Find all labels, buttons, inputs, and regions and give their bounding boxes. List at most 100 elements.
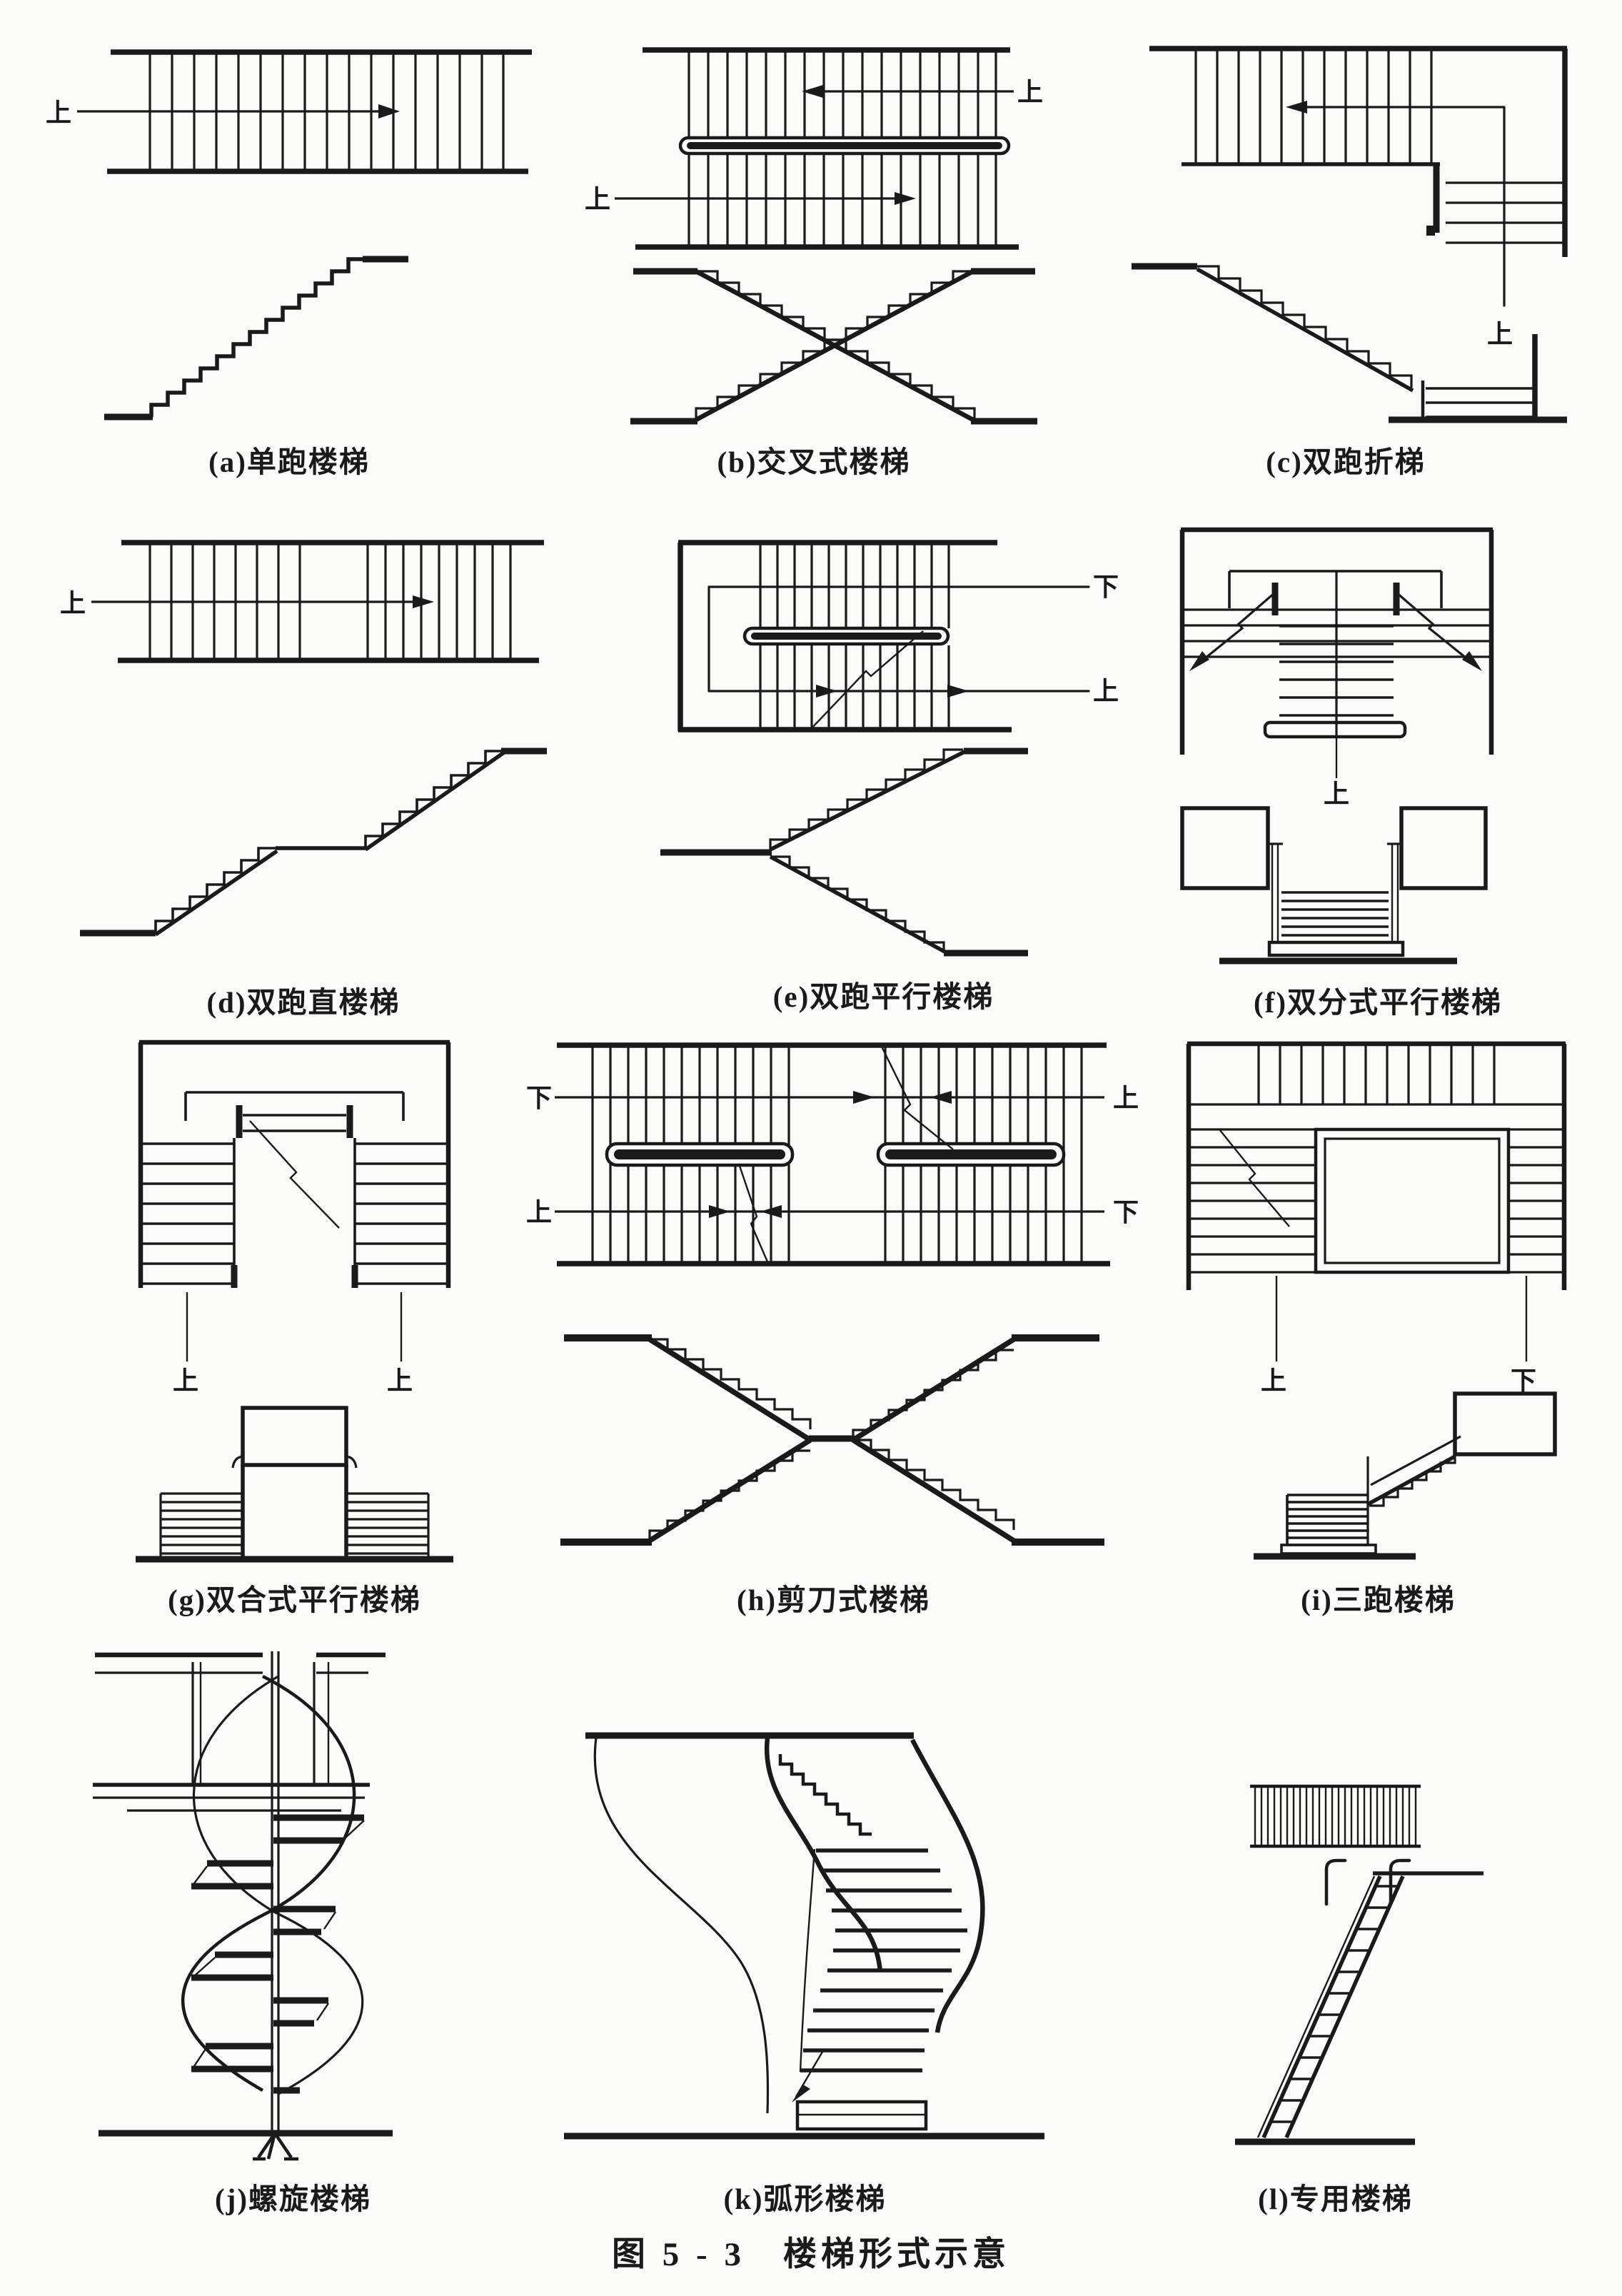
plan-view: 上 bbox=[46, 49, 532, 174]
figure-j-caption: (j)螺旋楼梯 bbox=[215, 2182, 371, 2215]
figure-b: 上 上 (b)交叉式楼梯 bbox=[582, 20, 1046, 480]
travel-path bbox=[707, 585, 1090, 693]
section-view bbox=[1132, 263, 1567, 423]
page-caption: 图 5 - 3 楼梯形式示意 bbox=[612, 2236, 1010, 2273]
stair-steps bbox=[1197, 265, 1413, 388]
plan-view: 下 上 上 下 bbox=[526, 1042, 1139, 1267]
break-line bbox=[810, 630, 924, 730]
direction-label-up: 上 bbox=[1017, 78, 1043, 106]
inner-curve-left bbox=[764, 1737, 883, 1973]
figure-i-caption: (i)三跑楼梯 bbox=[1301, 1583, 1456, 1616]
figure-l: (l)专用楼梯 bbox=[1155, 1636, 1516, 2217]
plan-view bbox=[1250, 1784, 1421, 1848]
stair-steps bbox=[149, 257, 365, 417]
upper-floor-block bbox=[1453, 1391, 1557, 1456]
upper-railing-posts bbox=[191, 1662, 316, 1785]
figure-c: 上 (c)双跑折梯 bbox=[1110, 20, 1581, 480]
spiral-treads bbox=[191, 1814, 364, 2094]
section-view bbox=[80, 747, 547, 937]
figure-j: (j)螺旋楼梯 bbox=[84, 1633, 502, 2217]
section-view bbox=[630, 268, 1037, 425]
lower-stair-front bbox=[1287, 1494, 1368, 1546]
figure-e-drawing: 下 上 bbox=[660, 540, 1119, 957]
figure-h-caption: (h)剪刀式楼梯 bbox=[736, 1583, 931, 1616]
inner-curve-right bbox=[910, 1738, 985, 2033]
base-feet bbox=[253, 2132, 298, 2161]
figure-e: 下 上 (e)双跑平行楼梯 bbox=[639, 515, 1128, 1015]
figure-d-caption: (d)双跑直楼梯 bbox=[206, 986, 401, 1019]
first-flight-steps bbox=[154, 847, 276, 933]
handrail-hook-right bbox=[1389, 1858, 1411, 1906]
section-view bbox=[136, 1406, 453, 1563]
direction-label-up: 上 bbox=[1487, 320, 1513, 348]
direction-arrow bbox=[1289, 106, 1506, 307]
handrail-helix bbox=[181, 1674, 356, 2092]
section-view bbox=[560, 1334, 1104, 1546]
plan-view: 上 bbox=[1149, 46, 1568, 348]
break-line bbox=[249, 1120, 340, 1229]
figure-f-caption: (f)双分式平行楼梯 bbox=[1254, 986, 1502, 1019]
section-view bbox=[660, 747, 1028, 957]
tread-lines-upper bbox=[687, 50, 997, 138]
tread-lines-lower bbox=[687, 153, 997, 247]
direction-label-up: 上 bbox=[1113, 1084, 1139, 1112]
lower-flight-steps bbox=[770, 855, 945, 953]
section-view bbox=[1254, 1391, 1557, 1560]
figure-k-caption: (k)弧形楼梯 bbox=[723, 2182, 887, 2215]
left-stair-front bbox=[161, 1492, 243, 1555]
direction-label-down: 下 bbox=[526, 1084, 552, 1112]
figure-k-drawing bbox=[564, 1732, 1044, 2140]
direction-label-up: 上 bbox=[387, 1366, 413, 1395]
top-flight-treads bbox=[1257, 1044, 1496, 1104]
handrail-hook-left bbox=[1324, 1858, 1347, 1906]
split-arrow-left bbox=[1197, 591, 1276, 665]
direction-label-up: 上 bbox=[60, 589, 86, 618]
figure-i: 上 下 (i)三跑楼梯 bbox=[1177, 1037, 1580, 1618]
figure-d: 上 (d)双跑直楼梯 bbox=[57, 510, 550, 1021]
stair-well bbox=[1314, 1127, 1511, 1274]
figure-l-caption: (l)专用楼梯 bbox=[1258, 2182, 1413, 2215]
upper-steps bbox=[778, 1754, 872, 1836]
lower-flight-rails bbox=[1426, 387, 1533, 418]
break-line-lower bbox=[737, 1163, 770, 1266]
figure-e-caption: (e)双跑平行楼梯 bbox=[772, 980, 994, 1013]
figure-k: (k)弧形楼梯 bbox=[553, 1636, 1057, 2217]
elevation-view bbox=[93, 1651, 393, 2161]
right-flight-treads bbox=[355, 1142, 448, 1285]
direction-label-up: 上 bbox=[585, 185, 610, 213]
plan-view: 上 上 bbox=[585, 47, 1043, 250]
figure-a-drawing: 上 bbox=[46, 49, 532, 421]
center-flight-treads bbox=[243, 1114, 346, 1132]
figure-c-caption: (c)双跑折梯 bbox=[1266, 445, 1426, 478]
direction-label-down: 下 bbox=[1511, 1366, 1536, 1395]
figure-j-drawing bbox=[93, 1651, 393, 2161]
left-block bbox=[1180, 806, 1270, 890]
figure-i-drawing: 上 下 bbox=[1186, 1041, 1567, 1560]
figure-a: 上 (a)单跑楼梯 bbox=[43, 20, 535, 480]
plan-view: 上 下 bbox=[1186, 1041, 1567, 1395]
figure-c-drawing: 上 bbox=[1132, 46, 1568, 423]
direction-label-up: 上 bbox=[526, 1198, 552, 1227]
direction-label-down: 下 bbox=[1093, 573, 1119, 601]
outer-curve bbox=[593, 1737, 770, 2114]
left-flight-treads bbox=[1189, 1128, 1316, 1274]
left-flight-treads bbox=[141, 1142, 234, 1285]
right-stair-front bbox=[346, 1492, 428, 1555]
figure-b-drawing: 上 上 bbox=[585, 47, 1043, 425]
descending-flight bbox=[648, 1336, 1015, 1544]
figure-f-drawing: 上 bbox=[1179, 527, 1494, 965]
break-line-upper bbox=[880, 1046, 954, 1150]
direction-label-up: 上 bbox=[1093, 677, 1119, 705]
elevation-view bbox=[564, 1732, 1044, 2140]
figure-a-caption: (a)单跑楼梯 bbox=[208, 445, 370, 478]
upper-flight-steps bbox=[769, 748, 963, 850]
break-line bbox=[1219, 1129, 1290, 1227]
direction-label-up: 上 bbox=[46, 99, 71, 127]
plan-view: 上 bbox=[1179, 527, 1494, 808]
split-arrow-right bbox=[1395, 591, 1475, 665]
elevation-view bbox=[1235, 1858, 1484, 2145]
descending-flight bbox=[695, 269, 974, 422]
plan-view: 下 上 bbox=[677, 540, 1119, 732]
tread-lines-lower bbox=[759, 645, 950, 728]
